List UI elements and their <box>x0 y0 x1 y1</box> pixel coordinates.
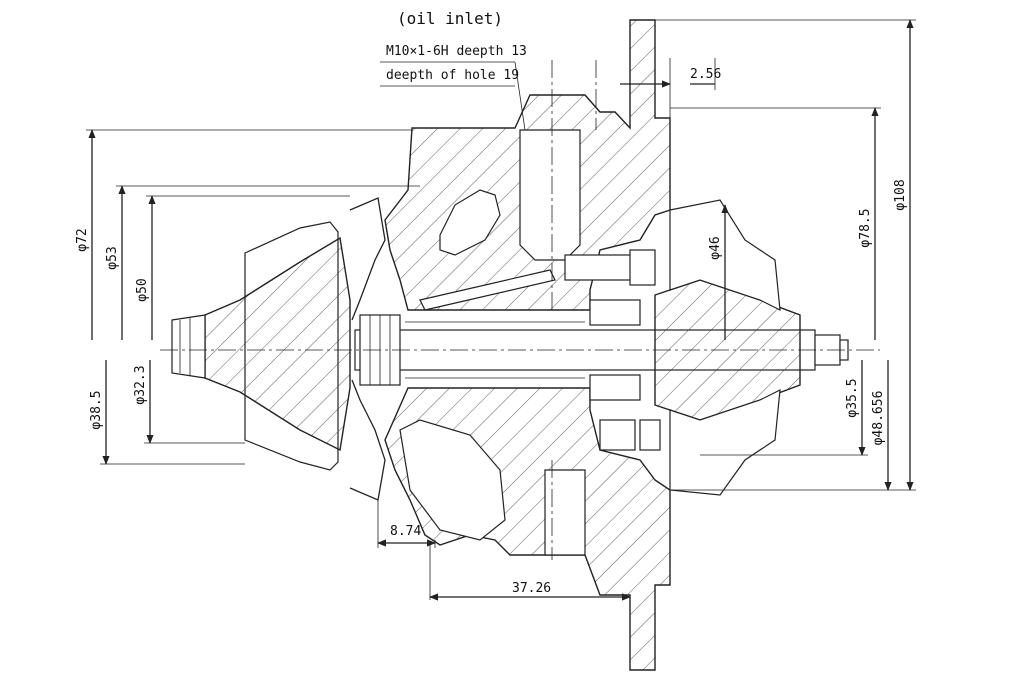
dim-phi32-3: φ32.3 <box>133 365 148 404</box>
dim-phi108: φ108 <box>893 179 908 210</box>
note-hole-depth: deepth of hole 19 <box>386 68 519 83</box>
dim-phi35-5: φ35.5 <box>845 378 860 417</box>
dim-phi38-5: φ38.5 <box>89 390 104 429</box>
dimensions-horizontal <box>377 58 716 601</box>
dim-2-56: 2.56 <box>690 67 721 82</box>
labels: (oil inlet) M10×1-6H deepth 13 deepth of… <box>75 9 908 596</box>
dimensions-right <box>655 19 916 491</box>
compressor-wheel <box>171 221 351 471</box>
dim-37-26: 37.26 <box>512 581 551 596</box>
dim-8-74: 8.74 <box>390 524 421 539</box>
centerlines <box>160 60 880 560</box>
note-thread: M10×1-6H deepth 13 <box>386 44 527 59</box>
dim-phi78-5: φ78.5 <box>858 208 873 247</box>
dim-phi50: φ50 <box>135 278 150 301</box>
title-oil-inlet: (oil inlet) <box>397 9 503 28</box>
dim-phi53: φ53 <box>105 246 120 269</box>
dim-phi48-656: φ48.656 <box>871 391 886 446</box>
bearing-housing <box>384 19 671 671</box>
seal-plate <box>349 197 386 501</box>
bearing-details <box>419 249 661 451</box>
dim-phi46: φ46 <box>708 236 723 259</box>
dimensions-left <box>86 129 420 465</box>
turbine-wheel <box>654 199 801 496</box>
dim-phi72: φ72 <box>75 228 90 251</box>
